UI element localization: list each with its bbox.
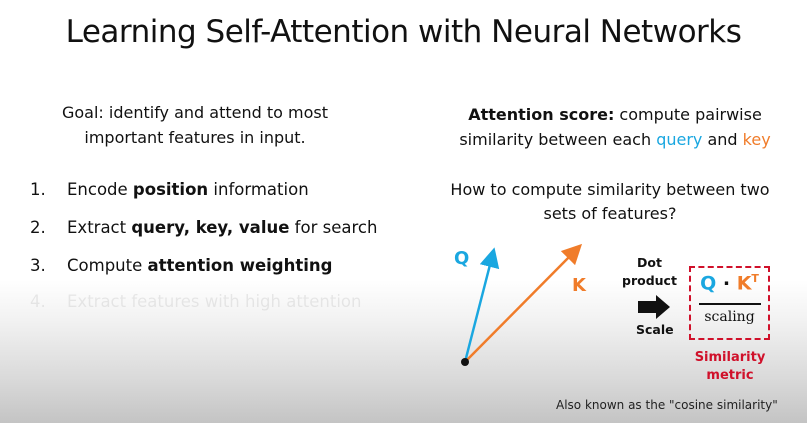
similarity-metric-label: Similarity metric bbox=[690, 349, 770, 385]
formula-q: Q bbox=[700, 272, 717, 295]
key-vector bbox=[464, 243, 583, 363]
score-text: and bbox=[702, 130, 743, 149]
key-word: key bbox=[742, 130, 771, 149]
step-3: 3. Compute attention weighting bbox=[30, 256, 332, 275]
slide-title: Learning Self-Attention with Neural Netw… bbox=[65, 14, 742, 50]
metric-line-2: metric bbox=[706, 368, 754, 383]
cosine-similarity-note: Also known as the "cosine similarity" bbox=[556, 398, 778, 412]
score-text: compute pairwise bbox=[614, 105, 762, 124]
fraction-line bbox=[699, 303, 761, 305]
formula-denominator: scaling bbox=[704, 309, 755, 325]
question-line-1: How to compute similarity between two bbox=[450, 180, 770, 199]
score-label: Attention score: bbox=[468, 105, 615, 124]
vector-diagram: Q K bbox=[454, 243, 587, 366]
formula-k: K bbox=[736, 272, 752, 295]
step-text: Extract bbox=[67, 218, 132, 237]
query-vector bbox=[463, 247, 500, 363]
step-1: 1. Encode position information bbox=[30, 180, 309, 199]
step-2: 2. Extract query, key, value for search bbox=[30, 218, 377, 237]
dot-product-label: Dot product bbox=[622, 254, 677, 290]
goal-text: Goal: identify and attend to most import… bbox=[40, 100, 350, 150]
step-number: 2. bbox=[30, 218, 46, 237]
goal-line-2: important features in input. bbox=[84, 128, 306, 147]
right-arrow-icon bbox=[638, 295, 670, 319]
step-4: 4. Extract features with high attention bbox=[30, 292, 362, 311]
step-number: 3. bbox=[30, 256, 46, 275]
step-bold: query, key, value bbox=[131, 218, 290, 237]
dot-line-2: product bbox=[622, 273, 677, 288]
step-bold: position bbox=[132, 180, 209, 199]
step-number: 4. bbox=[30, 292, 46, 311]
scale-label: Scale bbox=[636, 322, 674, 337]
similarity-formula-box: Q · KT scaling bbox=[689, 266, 770, 340]
query-word: query bbox=[656, 130, 703, 149]
metric-line-1: Similarity bbox=[694, 350, 766, 365]
step-text: information bbox=[208, 180, 309, 199]
formula-transpose: T bbox=[751, 272, 759, 285]
score-text: similarity between each bbox=[459, 130, 657, 149]
formula-dot: · bbox=[722, 272, 731, 295]
step-text: Compute bbox=[67, 256, 148, 275]
q-label: Q bbox=[454, 248, 469, 269]
similarity-question: How to compute similarity between two se… bbox=[425, 178, 795, 226]
question-line-2: sets of features? bbox=[543, 204, 677, 223]
origin-point bbox=[461, 358, 469, 366]
step-text: Extract features with high attention bbox=[67, 292, 362, 311]
attention-score-text: Attention score: compute pairwise simila… bbox=[430, 102, 800, 152]
formula-numerator: Q · KT bbox=[691, 272, 768, 294]
step-text: for search bbox=[289, 218, 378, 237]
step-text: Encode bbox=[67, 180, 133, 199]
goal-line-1: Goal: identify and attend to most bbox=[61, 103, 329, 122]
step-number: 1. bbox=[30, 180, 46, 199]
dot-line-1: Dot bbox=[636, 255, 662, 270]
step-bold: attention weighting bbox=[147, 256, 333, 275]
k-label: K bbox=[572, 275, 587, 296]
